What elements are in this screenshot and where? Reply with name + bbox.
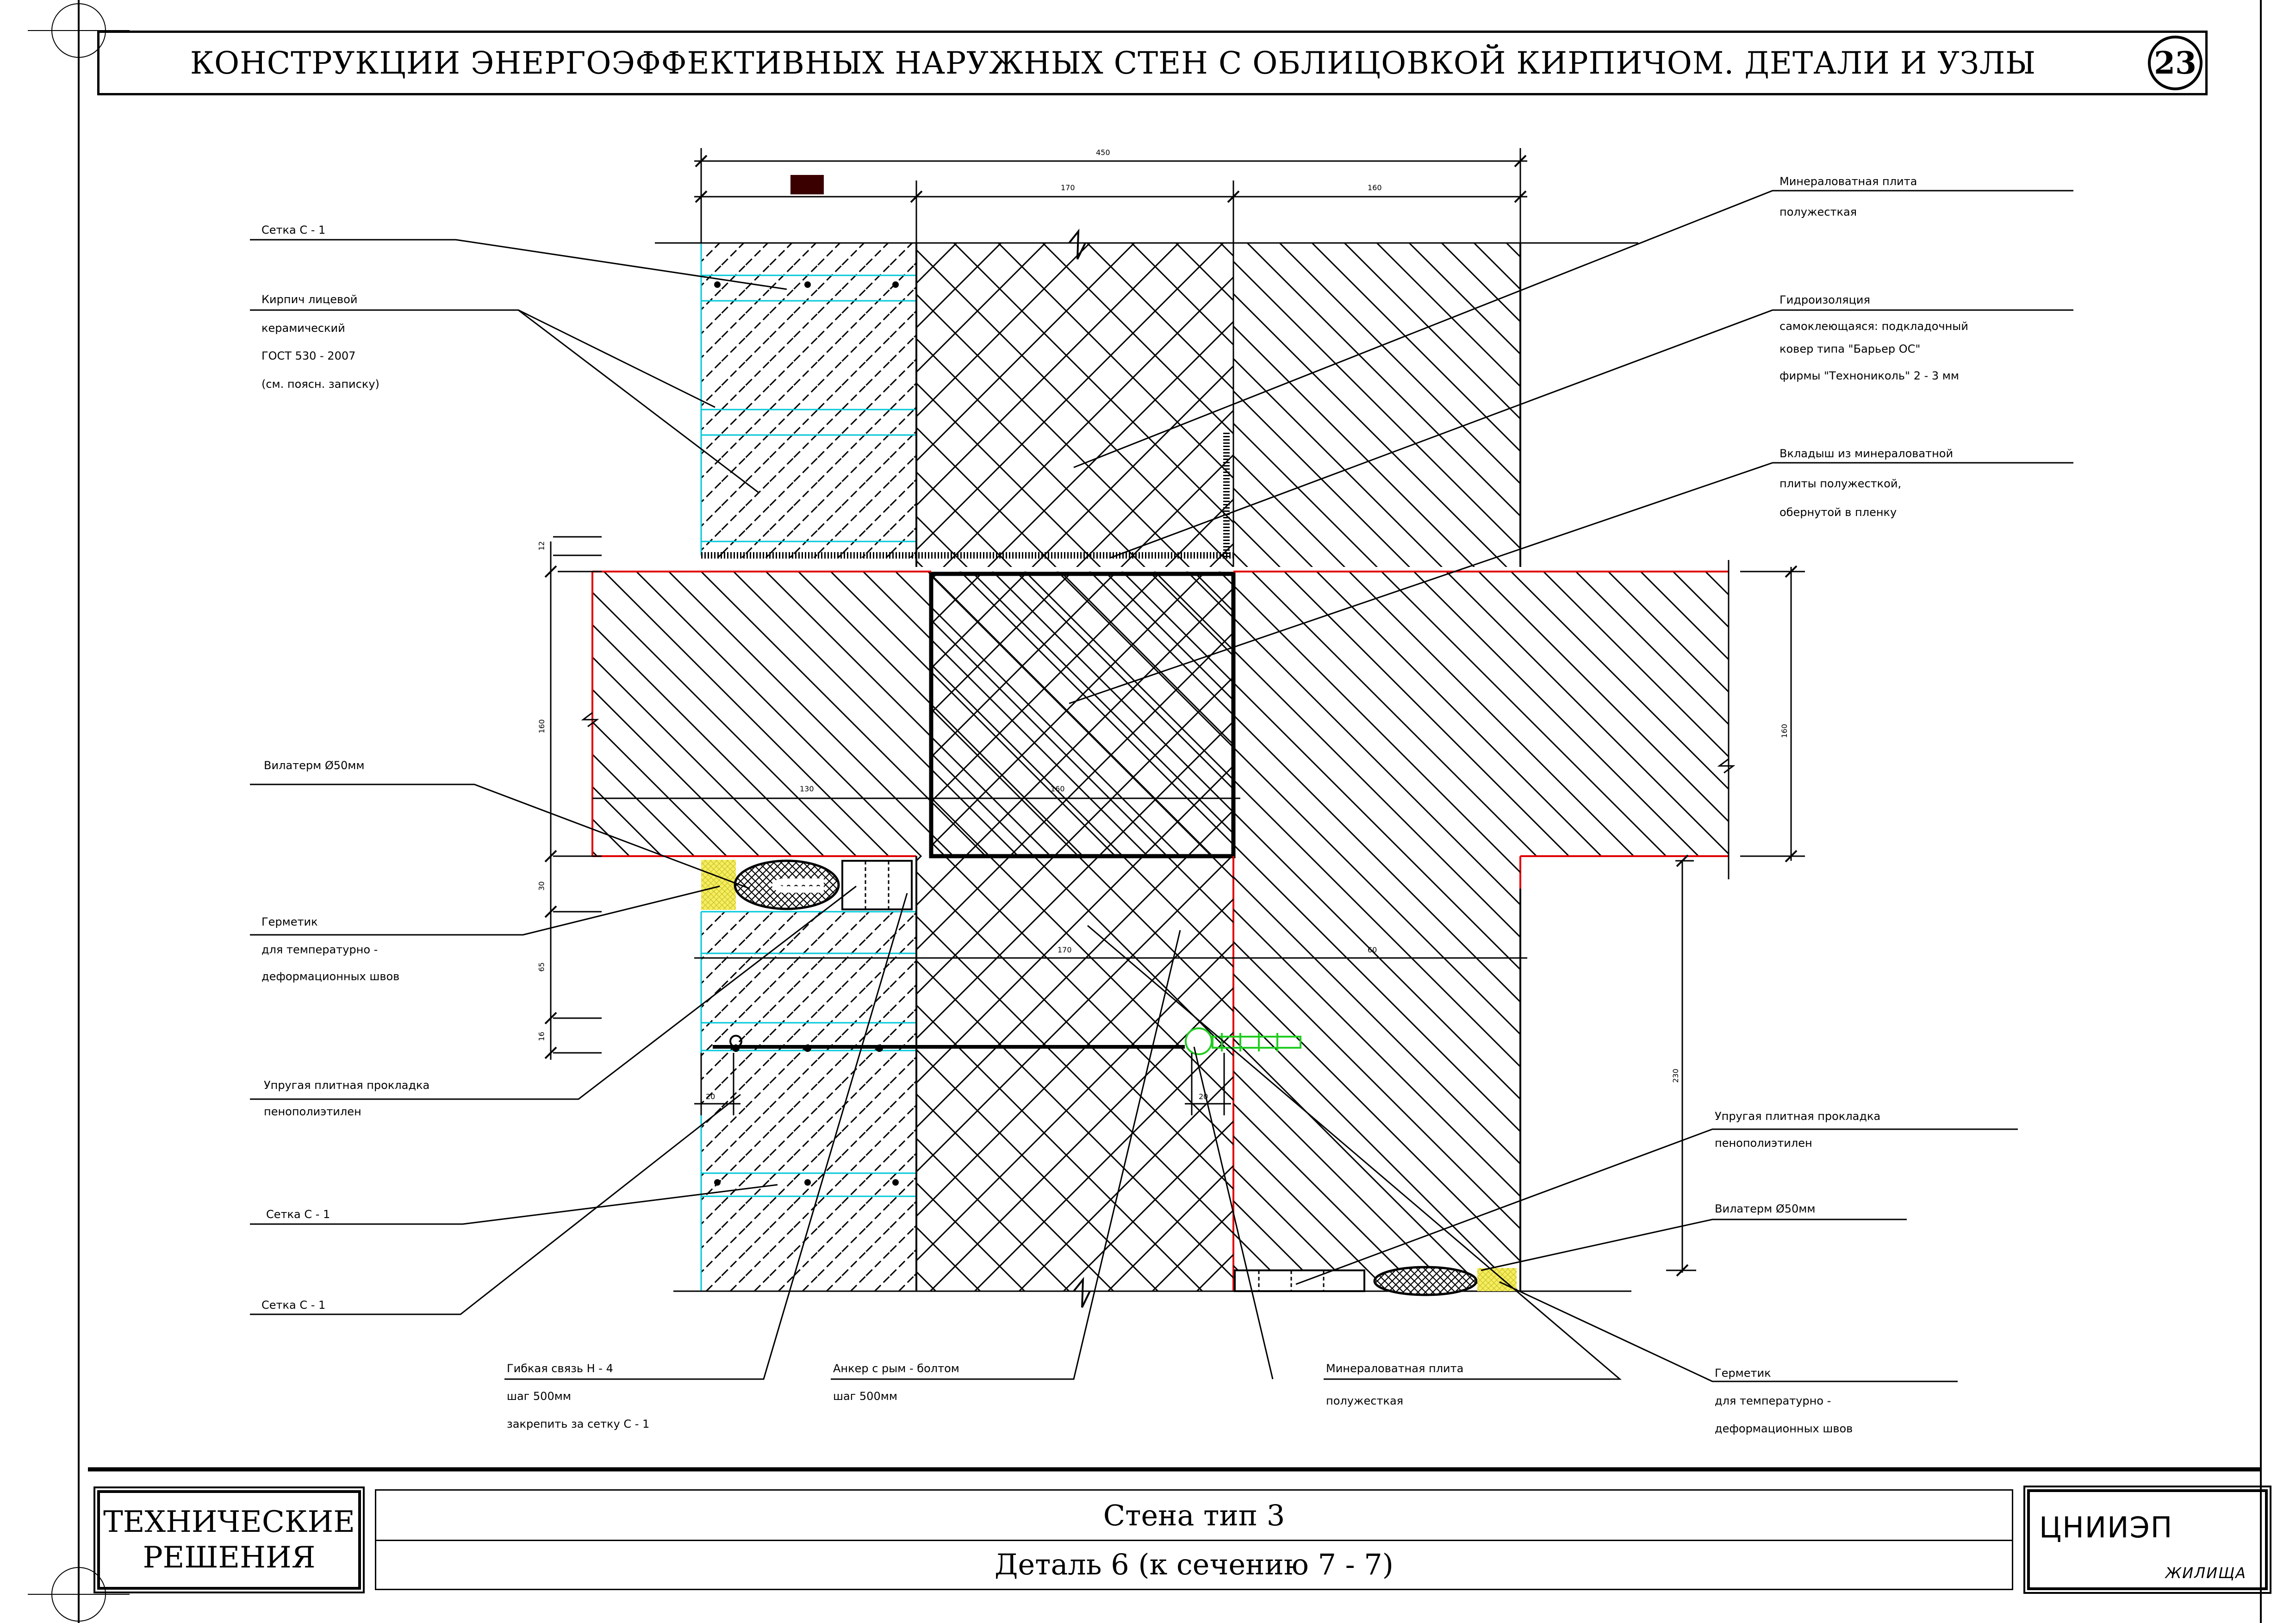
label-pad-left-1: Упругая плитная прокладка [264,1079,430,1092]
label-hydro-2: самоклеющаяся: подкладочный [1780,320,1968,333]
dim-left-30: 30 [537,881,546,891]
dim-conc: 160 [1368,183,1382,192]
label-tie-1: Гибкая связь Н - 4 [507,1362,613,1375]
dim-right-230: 230 [1671,1069,1680,1083]
concrete-lower [1233,856,1520,1291]
dim-mid-170: 170 [1058,945,1072,954]
brick-upper [701,243,916,558]
label-tie-3: закрепить за сетку С - 1 [507,1418,650,1430]
sheet-title-frame: КОНСТРУКЦИИ ЭНЕРГОЭФФЕКТИВНЫХ НАРУЖНЫХ С… [97,31,2208,95]
label-insert-3: обернутой в пленку [1780,506,1897,519]
label-mineral-bot-1: Минераловатная плита [1326,1362,1464,1375]
label-pad-right-2: пенополиэтилен [1715,1137,1812,1150]
sheet-title: КОНСТРУКЦИИ ЭНЕРГОЭФФЕКТИВНЫХ НАРУЖНЫХ С… [190,45,2036,81]
dim-right-160: 160 [1780,724,1789,738]
title-block-tech: ТЕХНИЧЕСКИЕ РЕШЕНИЯ [97,1490,361,1590]
org-subtitle: ЖИЛИЩА [2165,1564,2246,1582]
label-sealant-left-2: для температурно - [261,943,378,956]
dim-left-160: 160 [537,719,546,734]
mesh-dots-upper [714,281,899,288]
page-number: 23 [2148,36,2203,90]
label-mineral-top-1: Минераловатная плита [1780,175,1917,188]
insulation-upper [916,243,1233,567]
title-block-org: ЦНИИЭП ЖИЛИЩА [2027,1489,2268,1590]
tech-line-1: ТЕХНИЧЕСКИЕ [103,1505,355,1539]
dim-total: 450 [1096,148,1110,157]
brick-block-marker [790,175,824,194]
insulation-lower [916,856,1233,1291]
label-insert-1: Вкладыш из минераловатной [1780,447,1954,460]
anchor-bolt [1185,1027,1301,1055]
leader-lines [250,190,2073,1382]
label-hydro-1: Гидроизоляция [1780,293,1870,306]
label-sealant-right-3: деформационных швов [1715,1422,1853,1435]
dim-tie-20b: 20 [1199,1092,1208,1101]
sealant-left [701,860,736,910]
slab-mineral-insert [931,574,1233,856]
label-anchor-1: Анкер с рым - болтом [833,1362,959,1375]
concrete-upper [1233,243,1520,567]
dim-left-65: 65 [537,962,546,972]
label-anchor-2: шаг 500мм [833,1390,897,1403]
vilaterm-right [1373,1266,1478,1296]
dim-tie-20a: 20 [706,1092,716,1101]
label-brick-1: Кирпич лицевой [261,293,358,306]
label-mineral-top-2: полужесткая [1780,205,1857,218]
label-brick-3: ГОСТ 530 - 2007 [261,349,356,362]
dim-slab-130: 130 [800,784,814,793]
label-mesh-bot: Сетка С - 1 [261,1299,326,1312]
dim-mid-60: 60 [1368,945,1377,954]
dim-insul: 170 [1061,183,1075,192]
label-vilaterm-right: Вилатерм Ø50мм [1715,1202,1816,1215]
label-pad-right-1: Упругая плитная прокладка [1715,1110,1881,1123]
tech-line-2: РЕШЕНИЯ [143,1540,316,1575]
label-hydro-4: фирмы "Технониколь" 2 - 3 мм [1780,369,1959,382]
dim-slab-160: 160 [1051,784,1065,793]
org-name: ЦНИИЭП [2039,1511,2173,1544]
flexible-tie [713,1035,1185,1049]
title-block-main: Стена тип 3 Деталь 6 (к сечению 7 - 7) [375,1489,2013,1590]
label-sealant-left-1: Герметик [261,915,318,928]
label-sealant-left-3: деформационных швов [261,970,400,983]
dim-left-12: 12 [537,541,546,551]
label-mesh-mid: Сетка С - 1 [266,1208,330,1221]
label-hydro-3: ковер типа "Барьер ОС" [1780,342,1921,355]
dim-left-16: 16 [537,1032,546,1041]
dimension-ticks [544,155,1798,1277]
detail-name: Деталь 6 (к сечению 7 - 7) [995,1547,1394,1581]
label-brick-4: (см. поясн. записку) [261,378,380,391]
label-insert-2: плиты полужесткой, [1780,477,1902,490]
pad-left [841,860,913,910]
wall-type: Стена тип 3 [376,1491,2012,1541]
label-sealant-right-2: для температурно - [1715,1394,1831,1407]
label-brick-2: керамический [261,322,345,335]
pad-right [1234,1269,1365,1292]
label-vilaterm-left: Вилатерм Ø50мм [264,759,365,772]
label-sealant-right-1: Герметик [1715,1367,1771,1380]
label-pad-left-2: пенополиэтилен [264,1105,361,1118]
label-tie-2: шаг 500мм [507,1390,571,1403]
label-mesh-top: Сетка С - 1 [261,224,326,236]
label-mineral-bot-2: полужесткая [1326,1394,1404,1407]
